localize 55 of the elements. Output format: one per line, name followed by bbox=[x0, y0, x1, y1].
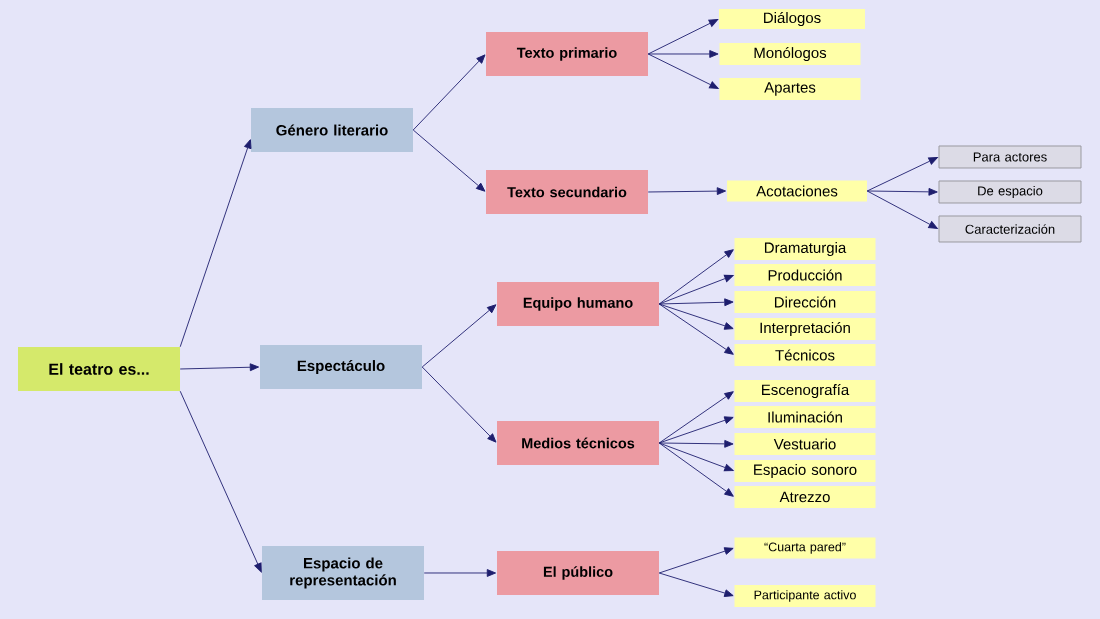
arrow bbox=[658, 442, 734, 497]
topic-box: El teatro es... bbox=[18, 347, 180, 391]
arrow bbox=[866, 190, 938, 229]
arrow bbox=[412, 54, 486, 131]
arrow bbox=[412, 129, 486, 192]
category-box: Género literario bbox=[251, 108, 413, 152]
item-box: Interpretación bbox=[734, 318, 876, 340]
arrow bbox=[179, 390, 262, 573]
arrow bbox=[658, 391, 734, 444]
item-box: Vestuario bbox=[734, 433, 876, 455]
item-box: Monólogos bbox=[719, 43, 861, 65]
arrow bbox=[421, 366, 497, 443]
arrow bbox=[658, 416, 734, 444]
arrow bbox=[179, 139, 252, 348]
subcategory-box: El público bbox=[497, 551, 659, 595]
category-box: Espacio de representación bbox=[262, 546, 424, 600]
category-box: Espectáculo bbox=[260, 345, 422, 389]
arrow bbox=[647, 19, 719, 55]
subcategory-box: Medios técnicos bbox=[497, 421, 659, 465]
arrow bbox=[866, 187, 938, 196]
item-box: Iluminación bbox=[734, 406, 876, 428]
arrow bbox=[658, 249, 734, 305]
arrow bbox=[179, 363, 260, 372]
item-box: Participante activo bbox=[734, 585, 876, 607]
arrow bbox=[658, 547, 734, 574]
arrow bbox=[866, 157, 938, 192]
arrow bbox=[647, 53, 719, 89]
item-box: Acotaciones bbox=[727, 180, 867, 202]
item-box: Escenografía bbox=[734, 380, 876, 402]
subcategory-box: Texto secundario bbox=[486, 170, 648, 214]
arrow bbox=[658, 274, 734, 305]
item-box: Producción bbox=[734, 264, 876, 286]
item-box: Dirección bbox=[734, 291, 876, 313]
item-box: “Cuarta pared” bbox=[734, 537, 876, 559]
arrow bbox=[658, 439, 734, 448]
subcategory-box: Texto primario bbox=[486, 32, 648, 76]
item-box: Atrezzo bbox=[734, 486, 876, 508]
arrow bbox=[421, 304, 497, 368]
arrow bbox=[658, 303, 734, 330]
detail-box: Para actores bbox=[938, 145, 1082, 169]
subcategory-box: Equipo humano bbox=[497, 282, 659, 326]
item-box: Espacio sonoro bbox=[734, 460, 876, 482]
item-box: Apartes bbox=[719, 78, 861, 100]
arrow bbox=[658, 303, 734, 355]
item-box: Técnicos bbox=[734, 344, 876, 366]
arrow bbox=[658, 298, 734, 307]
detail-box: De espacio bbox=[938, 180, 1082, 204]
item-box: Dramaturgia bbox=[734, 238, 876, 260]
arrow bbox=[658, 442, 734, 472]
detail-box: Caracterización bbox=[938, 215, 1082, 243]
arrow bbox=[647, 50, 719, 58]
arrow bbox=[423, 569, 497, 577]
arrow bbox=[658, 572, 734, 597]
arrow bbox=[647, 187, 727, 195]
item-box: Diálogos bbox=[719, 9, 865, 29]
